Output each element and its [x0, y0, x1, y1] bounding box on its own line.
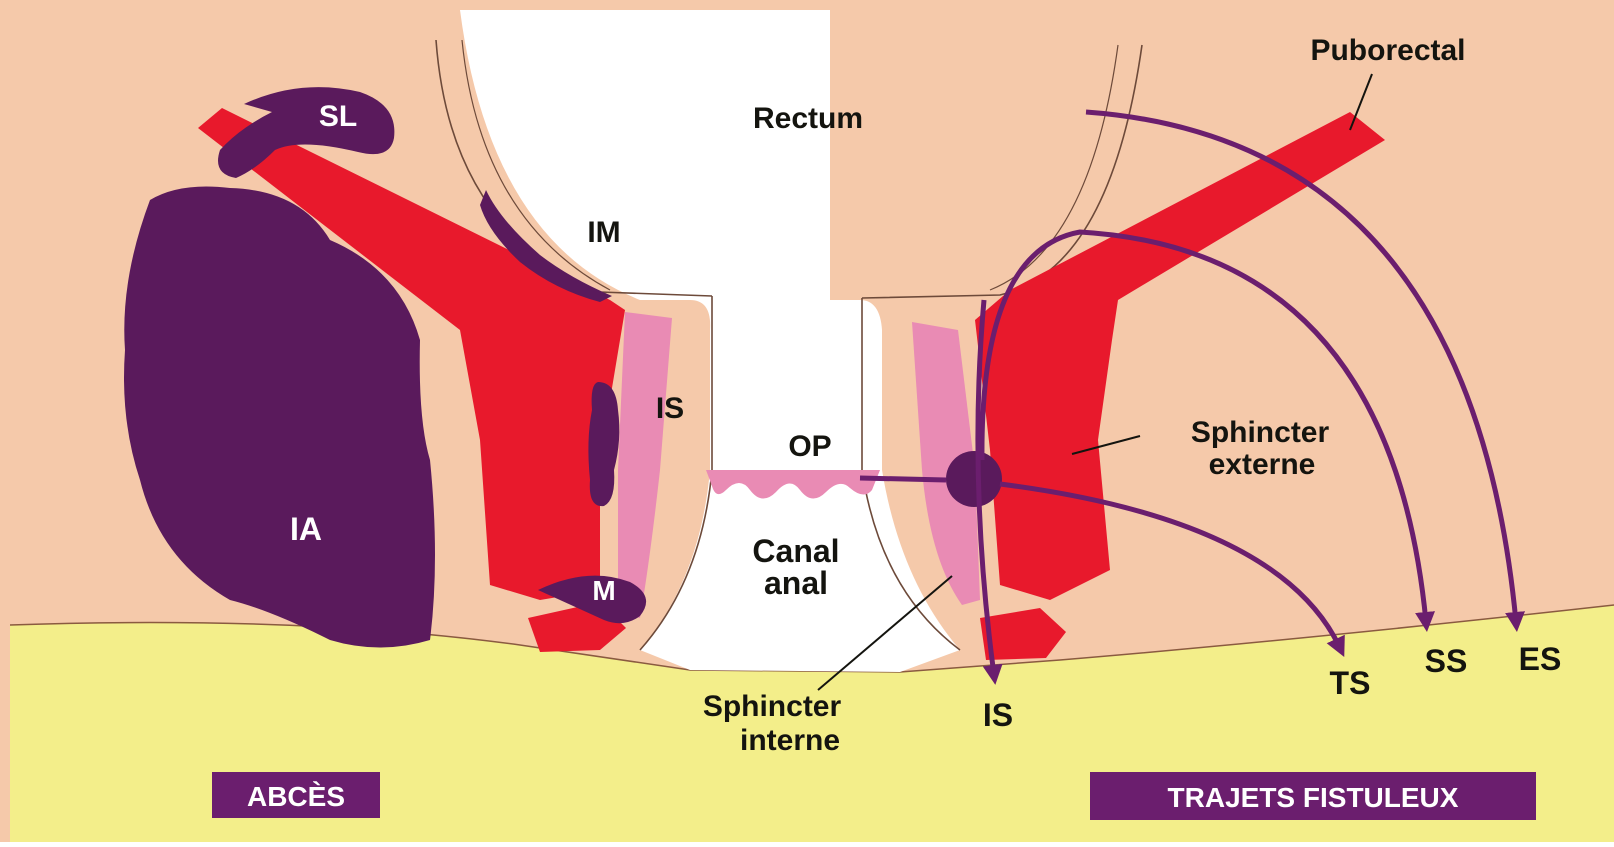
internal-orifice-dot [946, 451, 1002, 507]
caption-abces: ABCÈS [247, 781, 345, 812]
label-sphincter-externe-line2: externe [1209, 448, 1316, 481]
label-sl: SL [319, 100, 357, 133]
label-es: ES [1519, 641, 1562, 677]
label-im: IM [587, 216, 620, 249]
label-sphincter-interne-line2: interne [740, 724, 840, 757]
label-m: M [592, 575, 615, 606]
label-sphincter-externe-line1: Sphincter [1191, 416, 1330, 449]
label-ts: TS [1330, 665, 1371, 701]
label-is-abscess: IS [656, 392, 684, 425]
label-canal-line2: anal [764, 565, 828, 601]
op-crypt-connector [860, 478, 946, 480]
label-ia: IA [290, 511, 322, 547]
label-sphincter-interne-line1: Sphincter [703, 690, 842, 723]
label-canal-line1: Canal [752, 533, 839, 569]
label-rectum: Rectum [753, 102, 863, 135]
label-ss: SS [1425, 643, 1468, 679]
caption-trajets-fistuleux: TRAJETS FISTULEUX [1168, 782, 1459, 813]
label-op: OP [788, 430, 831, 463]
label-is-fistula: IS [983, 697, 1013, 733]
label-puborectal: Puborectal [1310, 34, 1465, 67]
